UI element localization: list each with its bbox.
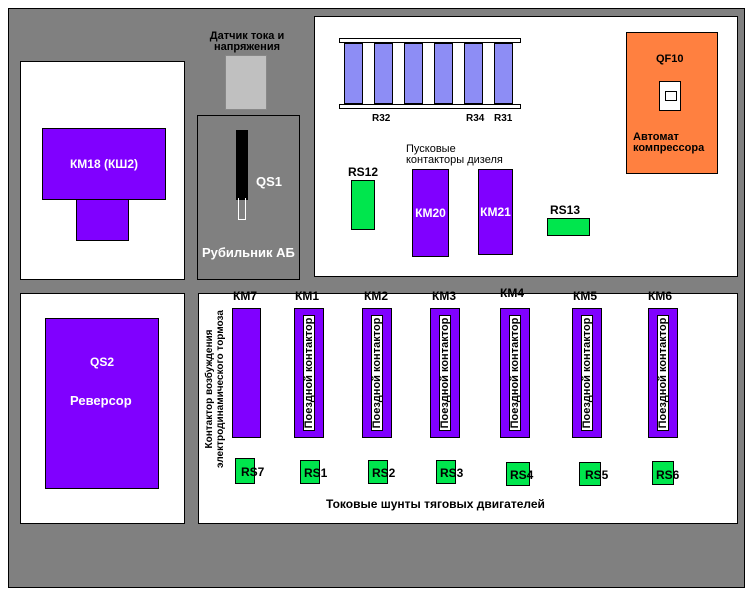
resistor-rail-bottom [339, 104, 521, 109]
km2-label: КМ2 [364, 289, 388, 303]
km18-contactor[interactable]: КМ18 (КШ2) [42, 128, 166, 200]
starters-caption-line2: контакторы дизеля [406, 154, 503, 166]
rs2-shunt[interactable] [368, 460, 388, 484]
rs4-shunt[interactable] [506, 462, 530, 486]
km3-label: КМ3 [432, 289, 456, 303]
qs1-label: QS1 [256, 174, 283, 189]
qf10-caption-line1: Автомат [633, 131, 679, 143]
km4-contactor[interactable]: Поездной контактор [500, 308, 530, 438]
km6-contactor[interactable]: Поездной контактор [648, 308, 678, 438]
rs4-label: RS4 [510, 468, 534, 482]
resistor-2 [374, 43, 393, 104]
shunts-caption: Токовые шунты тяговых двигателей [326, 497, 545, 511]
sensor-label-line1: Датчик тока и [209, 30, 285, 42]
qf10-caption-line2: компрессора [633, 142, 705, 154]
qf10-label: QF10 [656, 53, 684, 65]
resistor-1 [344, 43, 363, 104]
rs7-shunt[interactable] [235, 458, 255, 484]
km3-plate: Поездной контактор [439, 315, 451, 431]
km6-label: КМ6 [648, 289, 672, 303]
km7-contactor[interactable] [232, 308, 261, 438]
rs6-label: RS6 [656, 468, 680, 482]
sensor-label-line2: напряжения [214, 41, 280, 53]
km18-base [76, 199, 129, 241]
qf10-breaker[interactable] [659, 81, 681, 111]
rs1-shunt[interactable] [300, 460, 320, 484]
km4-plate: Поездной контактор [509, 315, 521, 431]
km1-label: КМ1 [295, 289, 319, 303]
resistor-6 [494, 43, 513, 104]
sensor-label: Датчик тока и напряжения [207, 31, 287, 53]
qs2-reverser[interactable] [45, 318, 159, 489]
km1-contactor[interactable]: Поездной контактор [294, 308, 324, 438]
r32-label: R32 [372, 113, 391, 124]
km20-label: КМ20 [415, 205, 446, 220]
r31-label: R31 [494, 113, 513, 124]
rs13-shunt[interactable] [547, 218, 590, 236]
qs2-caption: Реверсор [70, 393, 132, 408]
qs2-label: QS2 [90, 355, 115, 369]
rs13-label: RS13 [550, 203, 581, 217]
resistor-rail-top [339, 38, 521, 43]
km5-text: Поездной контактор [581, 317, 593, 429]
rs7-label: RS7 [241, 465, 265, 479]
rs6-shunt[interactable] [652, 461, 674, 485]
km21-contactor[interactable]: КМ21 [478, 169, 513, 255]
km5-label: КМ5 [573, 289, 597, 303]
qs1-caption: Рубильник АБ [202, 245, 295, 260]
km7-side-label: Контактор возбуждения электродинамическо… [201, 300, 229, 478]
qs1-switch-blade [238, 198, 246, 220]
r34-label: R34 [466, 113, 485, 124]
km7-label: КМ7 [233, 289, 257, 303]
qf10-caption: Автомат компрессора [633, 132, 704, 154]
rs2-label: RS2 [372, 466, 396, 480]
km3-text: Поездной контактор [439, 317, 451, 429]
km21-label: КМ21 [480, 204, 511, 219]
rs3-label: RS3 [440, 466, 464, 480]
km3-contactor[interactable]: Поездной контактор [430, 308, 460, 438]
km1-text: Поездной контактор [303, 317, 315, 429]
resistor-4 [434, 43, 453, 104]
km5-contactor[interactable]: Поездной контактор [572, 308, 602, 438]
rs3-shunt[interactable] [436, 460, 456, 484]
starters-caption: Пусковые контакторы дизеля [406, 144, 503, 166]
km20-contactor[interactable]: КМ20 [412, 169, 449, 257]
km7-side-label-text: Контактор возбуждения электродинамическо… [204, 310, 226, 468]
rs12-label: RS12 [348, 165, 379, 179]
starters-caption-line1: Пусковые [406, 143, 456, 155]
km18-label: КМ18 (КШ2) [69, 156, 139, 171]
qs1-panel [197, 115, 300, 280]
km7-side-line2: электродинамического тормоза [215, 310, 226, 468]
km2-contactor[interactable]: Поездной контактор [362, 308, 392, 438]
qs1-switch-handle[interactable] [236, 130, 248, 200]
km4-label: КМ4 [500, 286, 524, 300]
rs5-shunt[interactable] [579, 462, 601, 486]
current-voltage-sensor [225, 55, 267, 110]
km5-plate: Поездной контактор [581, 315, 593, 431]
km2-plate: Поездной контактор [371, 315, 383, 431]
km6-text: Поездной контактор [657, 317, 669, 429]
rs1-label: RS1 [304, 466, 328, 480]
km7-side-line1: Контактор возбуждения [204, 329, 215, 449]
km1-plate: Поездной контактор [303, 315, 315, 431]
km4-text: Поездной контактор [509, 317, 521, 429]
resistor-3 [404, 43, 423, 104]
qf10-breaker-lever [665, 91, 677, 101]
rs5-label: RS5 [585, 468, 609, 482]
rs12-shunt[interactable] [351, 180, 375, 230]
km2-text: Поездной контактор [371, 317, 383, 429]
km6-plate: Поездной контактор [657, 315, 669, 431]
resistor-5 [464, 43, 483, 104]
